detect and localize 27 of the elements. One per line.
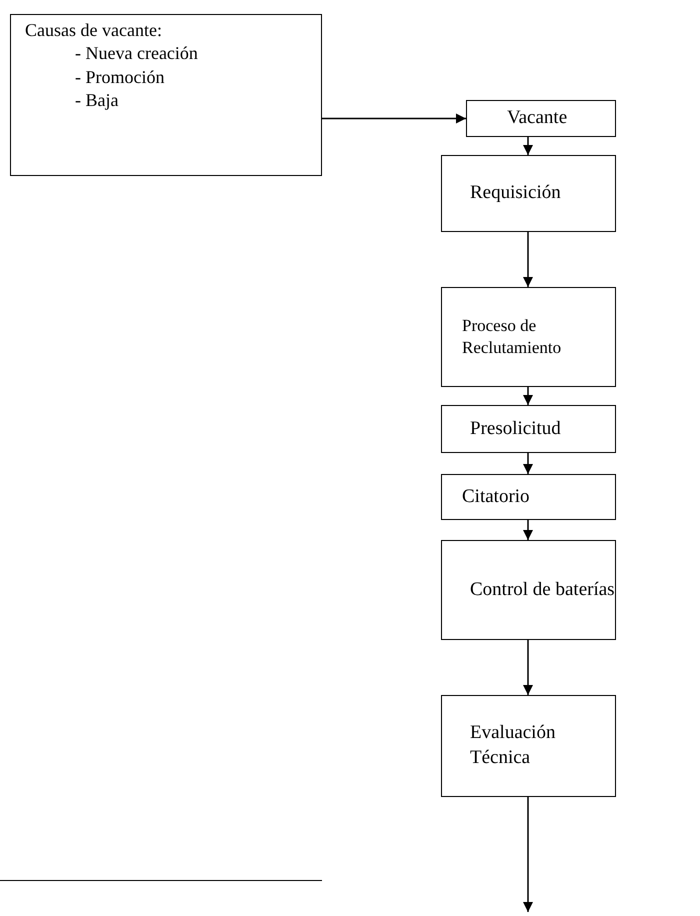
- arrow: [523, 137, 533, 155]
- process-box: [441, 287, 616, 387]
- arrow: [523, 640, 533, 695]
- process-box: [441, 695, 616, 797]
- process-box: [441, 540, 616, 640]
- box-label: Presolicitud: [470, 416, 562, 441]
- process-box: [441, 405, 616, 453]
- arrow: [322, 114, 466, 124]
- process-box: [441, 474, 616, 520]
- list-item: - Baja: [74, 89, 120, 112]
- box-label: Requisición: [470, 181, 562, 206]
- box-label: Control de baterías: [470, 578, 615, 602]
- box-label: Evaluación Técnica: [470, 721, 556, 770]
- list-item: - Nueva creación: [74, 42, 199, 66]
- heading: Causas de vacante:: [25, 19, 163, 42]
- arrow: [523, 232, 533, 287]
- list-item: - Promoción: [74, 66, 166, 89]
- arrow: [523, 453, 533, 474]
- process-box: [466, 100, 616, 137]
- box-label: Citatorio: [462, 484, 531, 509]
- arrow: [523, 520, 533, 540]
- box-label: Proceso de Reclutamiento: [462, 314, 562, 359]
- arrow: [523, 387, 533, 405]
- note-box: [10, 14, 322, 176]
- process-box: [441, 155, 616, 232]
- arrow: [523, 797, 533, 912]
- box-label: Vacante: [507, 106, 568, 130]
